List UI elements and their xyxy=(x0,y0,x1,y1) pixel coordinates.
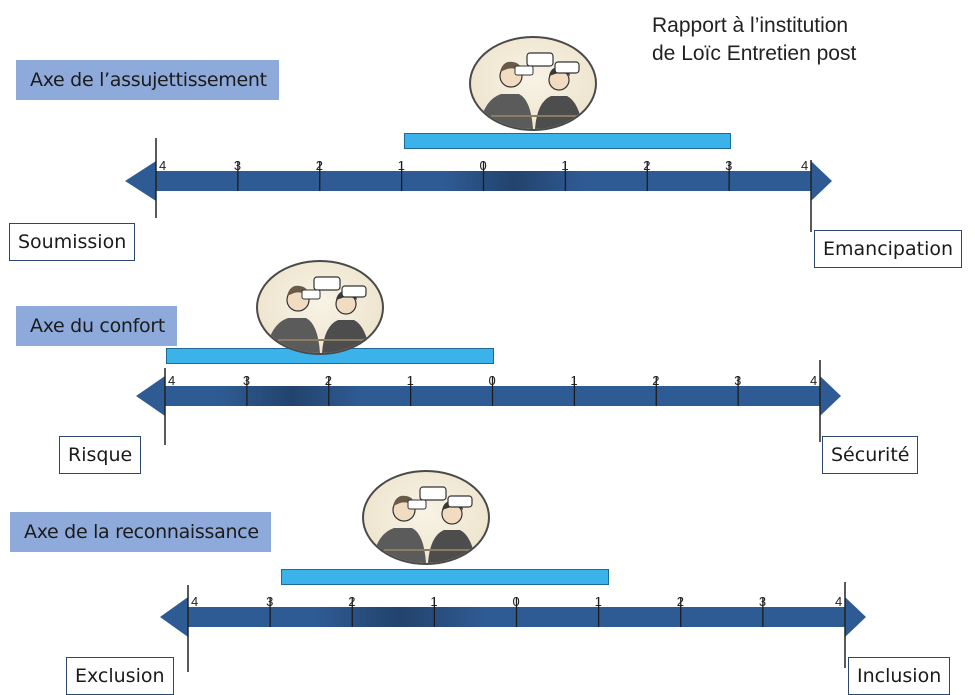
tick-label: 3 xyxy=(266,594,273,609)
tick-label: 3 xyxy=(243,373,250,388)
tick-label: 2 xyxy=(325,373,332,388)
tick-label: 1 xyxy=(561,158,568,173)
tick-label: 2 xyxy=(316,158,323,173)
range-bar-reconnaissance xyxy=(281,569,609,585)
pole-emancipation: Emancipation xyxy=(814,230,963,268)
tick-label: 2 xyxy=(652,373,659,388)
title-line-2: de Loïc Entretien post xyxy=(652,42,857,65)
tick-label: 1 xyxy=(570,373,577,388)
tick-label: 4 xyxy=(835,594,842,609)
axis-label-assujettissement: Axe de l’assujettissement xyxy=(16,60,279,100)
interview-scene-icon xyxy=(362,470,490,565)
tick-label: 4 xyxy=(801,158,808,173)
document-title: Rapport à l’institution de Loïc Entretie… xyxy=(652,12,952,68)
tick-label: 1 xyxy=(407,373,414,388)
tick-label: 3 xyxy=(725,158,732,173)
pole-exclusion: Exclusion xyxy=(66,657,174,695)
tick-label: 2 xyxy=(348,594,355,609)
axis-label-confort: Axe du confort xyxy=(16,306,178,346)
interview-scene-icon xyxy=(469,36,597,131)
pole-securite: Sécurité xyxy=(822,436,919,474)
tick-label: 3 xyxy=(759,594,766,609)
axis-arrow xyxy=(160,597,866,637)
title-line-1: Rapport à l’institution xyxy=(652,14,849,37)
axis-confort: 4 3 2 1 0 1 2 3 4 xyxy=(136,360,841,445)
tick-label: 2 xyxy=(677,594,684,609)
axis-arrow xyxy=(136,376,841,416)
tick-label: 3 xyxy=(234,158,241,173)
range-bar-assujettissement xyxy=(404,133,731,149)
tick-label: 0 xyxy=(513,594,520,609)
tick-label: 4 xyxy=(168,373,175,388)
tick-label: 0 xyxy=(489,373,496,388)
tick-label: 0 xyxy=(480,158,487,173)
tick-label: 4 xyxy=(191,594,198,609)
tick-label: 3 xyxy=(734,373,741,388)
axis-reconnaissance: 4 3 2 1 0 1 2 3 4 xyxy=(160,582,866,672)
axis-label-reconnaissance: Axe de la reconnaissance xyxy=(10,512,271,552)
pole-soumission: Soumission xyxy=(9,223,136,261)
interview-scene-icon xyxy=(256,260,384,355)
tick-label: 4 xyxy=(810,373,817,388)
tick-label: 2 xyxy=(643,158,650,173)
tick-label: 1 xyxy=(595,594,602,609)
axis-arrow xyxy=(125,161,832,201)
tick-label: 1 xyxy=(398,158,405,173)
tick-label: 4 xyxy=(159,158,166,173)
pole-risque: Risque xyxy=(59,436,142,474)
pole-inclusion: Inclusion xyxy=(848,657,951,695)
axis-assujettissement: 4 3 2 1 0 1 2 3 4 xyxy=(125,138,832,232)
tick-label: 1 xyxy=(430,594,437,609)
